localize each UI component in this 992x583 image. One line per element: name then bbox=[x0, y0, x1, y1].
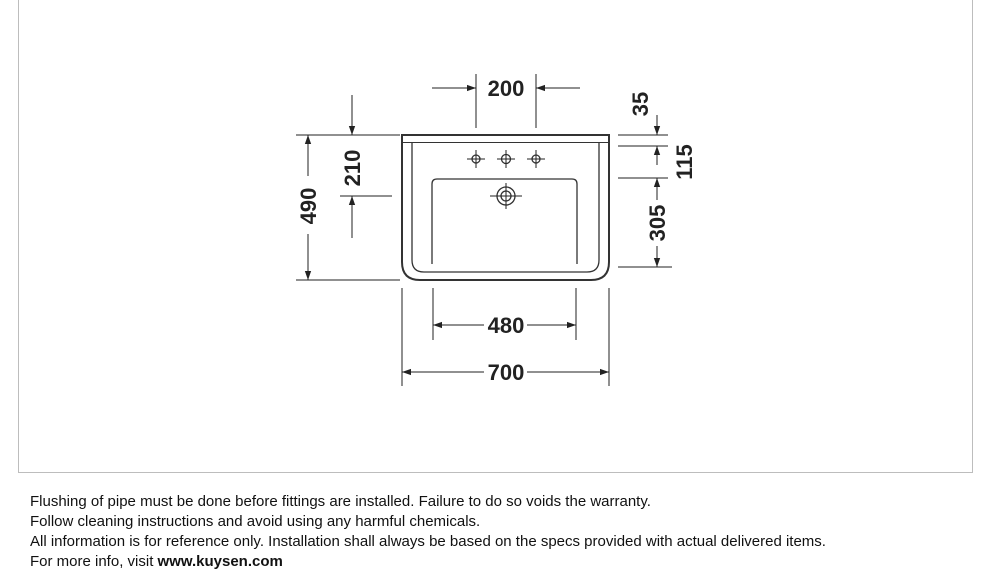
dim-waste-offset-label: 210 bbox=[340, 150, 365, 187]
dim-bowl-front-label: 305 bbox=[645, 205, 670, 242]
dim-top-spacing-label: 200 bbox=[488, 76, 525, 101]
dim-total-depth-label: 490 bbox=[296, 188, 321, 225]
note-flushing: Flushing of pipe must be done before fit… bbox=[30, 493, 651, 510]
note-more-info: For more info, visit www.kuysen.com bbox=[30, 552, 980, 572]
tap-holes bbox=[467, 150, 545, 168]
basin-bowl bbox=[431, 178, 578, 264]
tap-hole-right-icon bbox=[527, 150, 545, 168]
dim-rim-to-tap-label: 35 bbox=[628, 92, 653, 116]
tap-hole-left-icon bbox=[467, 150, 485, 168]
dim-inner-width-label: 480 bbox=[488, 313, 525, 338]
dim-inner-width: 480 bbox=[432, 288, 577, 340]
note-more-info-text: For more info, visit bbox=[30, 553, 158, 570]
basin-rim bbox=[401, 134, 610, 144]
dim-overflow-height: 115 bbox=[618, 144, 697, 180]
dim-rim-to-tap: 35 bbox=[618, 92, 668, 165]
tap-hole-center-icon bbox=[497, 150, 515, 168]
waste-outlet-icon bbox=[490, 183, 522, 209]
notes-section: Flushing of pipe must be done before fit… bbox=[30, 492, 980, 572]
dim-total-width: 700 bbox=[401, 288, 610, 386]
dim-total-width-label: 700 bbox=[488, 360, 525, 385]
dim-bowl-front: 305 bbox=[618, 178, 672, 268]
website-link[interactable]: www.kuysen.com bbox=[157, 553, 283, 570]
dim-top-spacing: 200 bbox=[432, 74, 580, 128]
dim-overflow-height-label: 115 bbox=[672, 144, 697, 180]
basin-technical-drawing: 200 490 210 35 115 305 bbox=[296, 74, 697, 386]
note-cleaning: Follow cleaning instructions and avoid u… bbox=[30, 513, 481, 530]
note-reference: All information is for reference only. I… bbox=[30, 533, 826, 550]
dim-waste-offset: 210 bbox=[340, 95, 400, 238]
